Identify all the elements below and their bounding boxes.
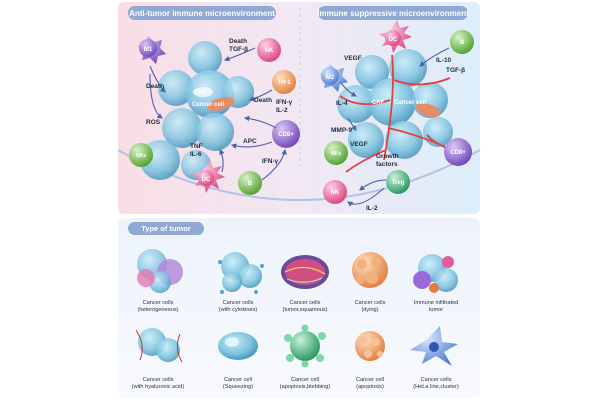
caption-r1-1-a: Cancer cells	[143, 300, 174, 306]
th1-label: TH-1	[277, 80, 291, 86]
label-death-tgfb-1: Death	[229, 38, 247, 45]
th1-cell	[272, 70, 296, 94]
right-cancer-label: Cancer cell	[394, 100, 426, 106]
label-death-tgfb-2: TGF-β	[229, 46, 248, 53]
caption-r1-2-b: (with cytokines)	[219, 307, 258, 313]
label-vegf-bottom: VEGF	[350, 141, 368, 148]
left-title-pill	[128, 6, 276, 20]
m1-label: M1	[144, 47, 153, 53]
bottom-panel-background	[118, 218, 480, 398]
label-death-mid: Death	[254, 97, 272, 104]
label-ros: ROS	[146, 119, 161, 126]
label-il2: IL-2	[366, 205, 378, 212]
right-b-cell	[450, 30, 474, 54]
right-nk-label: NK	[331, 190, 340, 196]
right-nks-cell	[324, 141, 348, 165]
dc-label: DC	[202, 177, 211, 183]
tumor-title-pill	[128, 222, 204, 235]
caption-r1-1-b: (heterogeneous)	[137, 307, 178, 313]
nks-cell	[129, 143, 153, 167]
label-apc: APC	[243, 138, 257, 145]
cd8-cell	[272, 120, 300, 148]
label-tnf: TNF	[190, 143, 203, 150]
caption-r2-2-b: (Squeezing)	[223, 384, 253, 390]
caption-r2-5-b: (HeLa line,cluster)	[413, 384, 459, 390]
caption-r1-4-a: Cancer cells	[355, 300, 386, 306]
m2-label: M2	[326, 75, 335, 81]
caption-r2-3-b: (apoptosis,blebbing)	[280, 384, 331, 390]
right-title-pill	[318, 6, 468, 20]
cd8-label: CD8+	[278, 132, 294, 138]
label-il10: IL-10	[436, 57, 452, 64]
caption-r1-3-a: Cancer cells	[290, 300, 321, 306]
tumor-thumb-squeezing	[218, 332, 258, 360]
m1-cell	[138, 36, 166, 64]
b-label: B	[248, 181, 253, 187]
m2-cell	[320, 64, 348, 92]
caption-r2-1-a: Cancer cells	[143, 377, 174, 383]
label-death-left: Death	[146, 83, 164, 90]
tumor-section-title: Type of tumor	[141, 224, 191, 233]
label-il4: IL-4	[336, 100, 348, 107]
caption-r2-3-a: Cancer cell	[291, 377, 319, 383]
caption-r1-4-b: (dying)	[361, 307, 378, 313]
left-arrows	[149, 47, 287, 181]
tumor-thumb-blebbing	[284, 324, 326, 368]
right-caf-label: CAF	[372, 100, 385, 106]
right-dc-label: DC	[389, 37, 398, 43]
nks-label: NKs	[136, 153, 146, 159]
tumor-thumb-hela	[410, 326, 458, 366]
caption-r1-5-a: Immune infiltrated	[414, 300, 458, 306]
caption-r2-4-b: (apoptosis)	[356, 384, 384, 390]
caption-r2-4-a: Cancer cell	[356, 377, 384, 383]
tumor-thumb-hyaluronic	[135, 328, 183, 363]
caption-r2-2-a: Cancer cell	[224, 377, 252, 383]
tumor-thumb-apoptosis	[355, 331, 385, 361]
left-cancer-label: Cancer cell	[192, 102, 224, 108]
right-nks-label: NKs	[331, 151, 341, 157]
b-cell	[238, 171, 262, 195]
right-arrows	[339, 47, 450, 207]
label-ifn-bottom: IFN-γ	[262, 158, 279, 165]
treg-label: Treg	[392, 180, 405, 186]
tumor-thumb-heterogeneous	[137, 249, 183, 293]
label-ifn-il2-1: IFN-γ	[276, 99, 293, 106]
nk-cell	[257, 38, 281, 62]
label-mmp9: MMP-9	[331, 127, 352, 134]
caption-r2-1-b: (with hyaluronic acid)	[132, 384, 185, 390]
dc-cell	[192, 160, 225, 193]
tumor-thumb-immune-infiltrated	[413, 254, 458, 293]
right-nk-cell	[323, 180, 347, 204]
inhibition-lines	[426, 134, 446, 149]
left-caf-label: CAF	[194, 90, 207, 96]
right-dc-cell	[379, 20, 412, 53]
right-b-label: B	[460, 40, 465, 46]
caption-r1-5-b: tumor	[429, 307, 443, 313]
label-growth-2: factors	[376, 161, 398, 168]
label-growth-1: Growth	[376, 153, 399, 160]
caption-r1-3-b: (tumor,squamous)	[282, 307, 327, 313]
right-panel-title: Immune suppressive microenvironment	[317, 9, 469, 18]
right-cd8-cell	[444, 138, 472, 166]
label-vegf-top: VEGF	[344, 55, 362, 62]
label-il6: IL-6	[190, 151, 202, 158]
tumor-thumb-cytokines	[218, 252, 264, 294]
caption-r2-5-a: Cancer cells	[421, 377, 452, 383]
left-panel-title: Anti-tumor immune microenvironment	[129, 9, 275, 18]
label-tgfb-right: TGF-β	[446, 67, 465, 74]
tumor-thumb-squamous	[281, 255, 329, 289]
treg-cell	[386, 170, 410, 194]
label-ifn-il2-2: IL-2	[276, 107, 288, 114]
nk-label: NK	[265, 48, 274, 54]
caption-r1-2-a: Cancer cells	[223, 300, 254, 306]
right-cd8-label: CD8+	[450, 150, 466, 156]
tumor-thumb-dying	[352, 252, 388, 288]
